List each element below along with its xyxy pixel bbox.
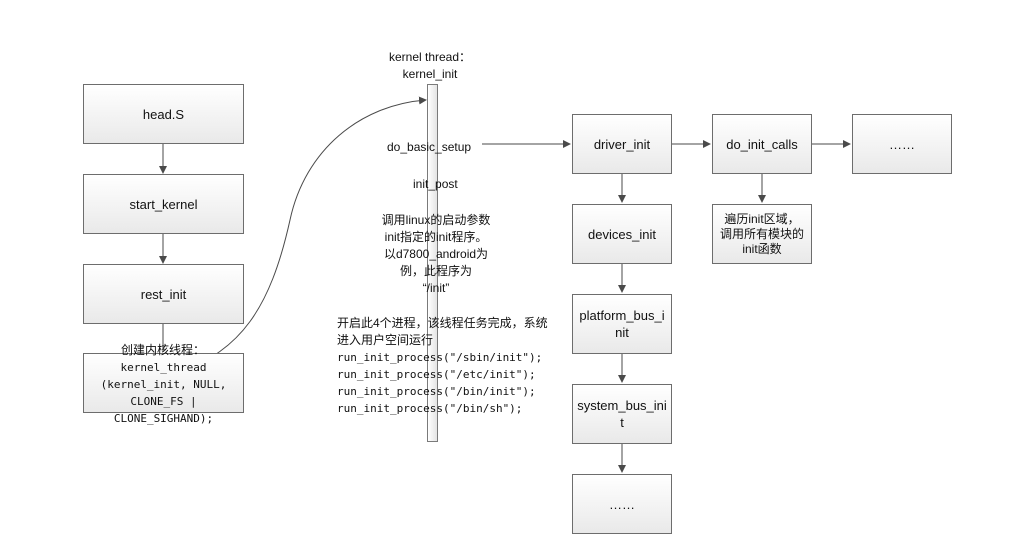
kernel-thread-lifeline (427, 84, 438, 442)
start-processes-note: 开启此4个进程，该线程任务完成，系统 进入用户空间运行 (337, 315, 548, 349)
start-processes-line: 进入用户空间运行 (337, 333, 434, 347)
run-init-process-line: run_init_process("/bin/init"); (337, 385, 536, 398)
node-devices-init: devices_init (572, 204, 672, 264)
node-ellipsis-right-label: …… (889, 136, 915, 152)
node-init-region-line: 调用所有模块的 (719, 226, 804, 241)
create-thread-label: 创建内核线程： (120, 343, 205, 357)
start-processes-line: 开启此4个进程，该线程任务完成，系统 (337, 316, 548, 330)
kernel-thread-title-line: kernel thread： (388, 50, 472, 64)
node-ellipsis-right: …… (852, 114, 952, 174)
run-init-process-line: run_init_process("/sbin/init"); (337, 351, 543, 364)
node-do-init-calls: do_init_calls (712, 114, 812, 174)
node-init-region-line: init函数 (742, 241, 782, 256)
node-start-kernel-label: start_kernel (129, 196, 198, 212)
create-thread-code-line: CLONE_SIGHAND); (113, 412, 214, 425)
node-driver-init-label: driver_init (593, 136, 651, 152)
node-platform-bus-init-label: platform_bus_init (579, 308, 665, 340)
run-init-process-line: run_init_process("/etc/init"); (337, 368, 536, 381)
run-init-process-line: run_init_process("/bin/sh"); (337, 402, 523, 415)
kernel-thread-title: kernel thread： kernel_init (370, 49, 490, 83)
create-thread-code-line: (kernel_init, NULL, (100, 378, 227, 391)
startup-param-line: 例，此程序为 (399, 264, 472, 278)
node-init-region-line: 遍历init区域， (724, 211, 800, 226)
node-platform-bus-init: platform_bus_init (572, 294, 672, 354)
startup-param-note: 调用linux的启动参数 init指定的init程序。 以d7800_andro… (356, 212, 516, 297)
node-create-thread (83, 353, 244, 413)
node-system-bus-init: system_bus_init (572, 384, 672, 444)
step-init-post: init_post (413, 177, 458, 191)
startup-param-line: 以d7800_android为 (383, 247, 489, 261)
create-thread-code: kernel_thread (kernel_init, NULL, CLONE_… (83, 359, 244, 427)
node-ellipsis-bottom-label: …… (609, 496, 635, 512)
node-init-region-text: 遍历init区域， 调用所有模块的 init函数 (720, 212, 804, 257)
node-devices-init-label: devices_init (588, 226, 656, 242)
startup-param-line: init指定的init程序。 (384, 230, 488, 244)
arrow-create-thread-to-kernel-init (179, 96, 427, 373)
node-system-bus-init-label: system_bus_init (577, 398, 667, 430)
node-init-region: 遍历init区域， 调用所有模块的 init函数 (712, 204, 812, 264)
run-init-process-list: run_init_process("/sbin/init"); run_init… (337, 349, 542, 417)
create-thread-code-line: CLONE_FS | (130, 395, 197, 408)
step-do-basic-setup: do_basic_setup (387, 140, 472, 154)
node-ellipsis-bottom: …… (572, 474, 672, 534)
node-head-s: head.S (83, 84, 244, 144)
node-start-kernel: start_kernel (83, 174, 244, 234)
startup-param-line: “/init” (422, 281, 450, 295)
node-rest-init: rest_init (83, 264, 244, 324)
node-head-s-label: head.S (142, 106, 185, 122)
create-thread-code-line: kernel_thread (120, 361, 207, 374)
startup-param-line: 调用linux的启动参数 (381, 213, 491, 227)
node-driver-init: driver_init (572, 114, 672, 174)
node-do-init-calls-label: do_init_calls (726, 136, 798, 152)
node-rest-init-label: rest_init (140, 286, 187, 302)
kernel-thread-name: kernel_init (402, 67, 458, 81)
